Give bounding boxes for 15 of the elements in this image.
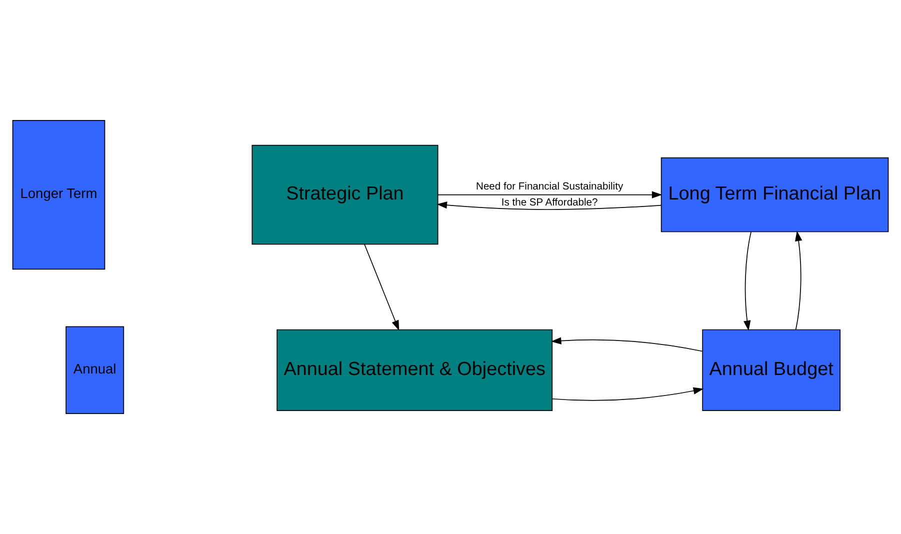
arrow <box>550 337 703 352</box>
node-box: Annual Statement & Objectives <box>276 329 553 411</box>
node-box: Long Term Financial Plan <box>660 157 889 232</box>
edge-label: Is the SP Affordable? <box>501 198 598 209</box>
node-box: Annual Budget <box>702 329 841 411</box>
arrow <box>744 232 752 331</box>
edge-label: Need for Financial Sustainability <box>476 181 624 192</box>
arrow <box>436 201 662 210</box>
arrow <box>364 244 400 331</box>
node-box: Strategic Plan <box>252 144 438 245</box>
arrow <box>552 387 704 401</box>
node-box: Annual <box>66 326 124 414</box>
arrow <box>438 191 662 198</box>
arrow <box>795 230 802 330</box>
node-box: Longer Term <box>12 120 106 270</box>
